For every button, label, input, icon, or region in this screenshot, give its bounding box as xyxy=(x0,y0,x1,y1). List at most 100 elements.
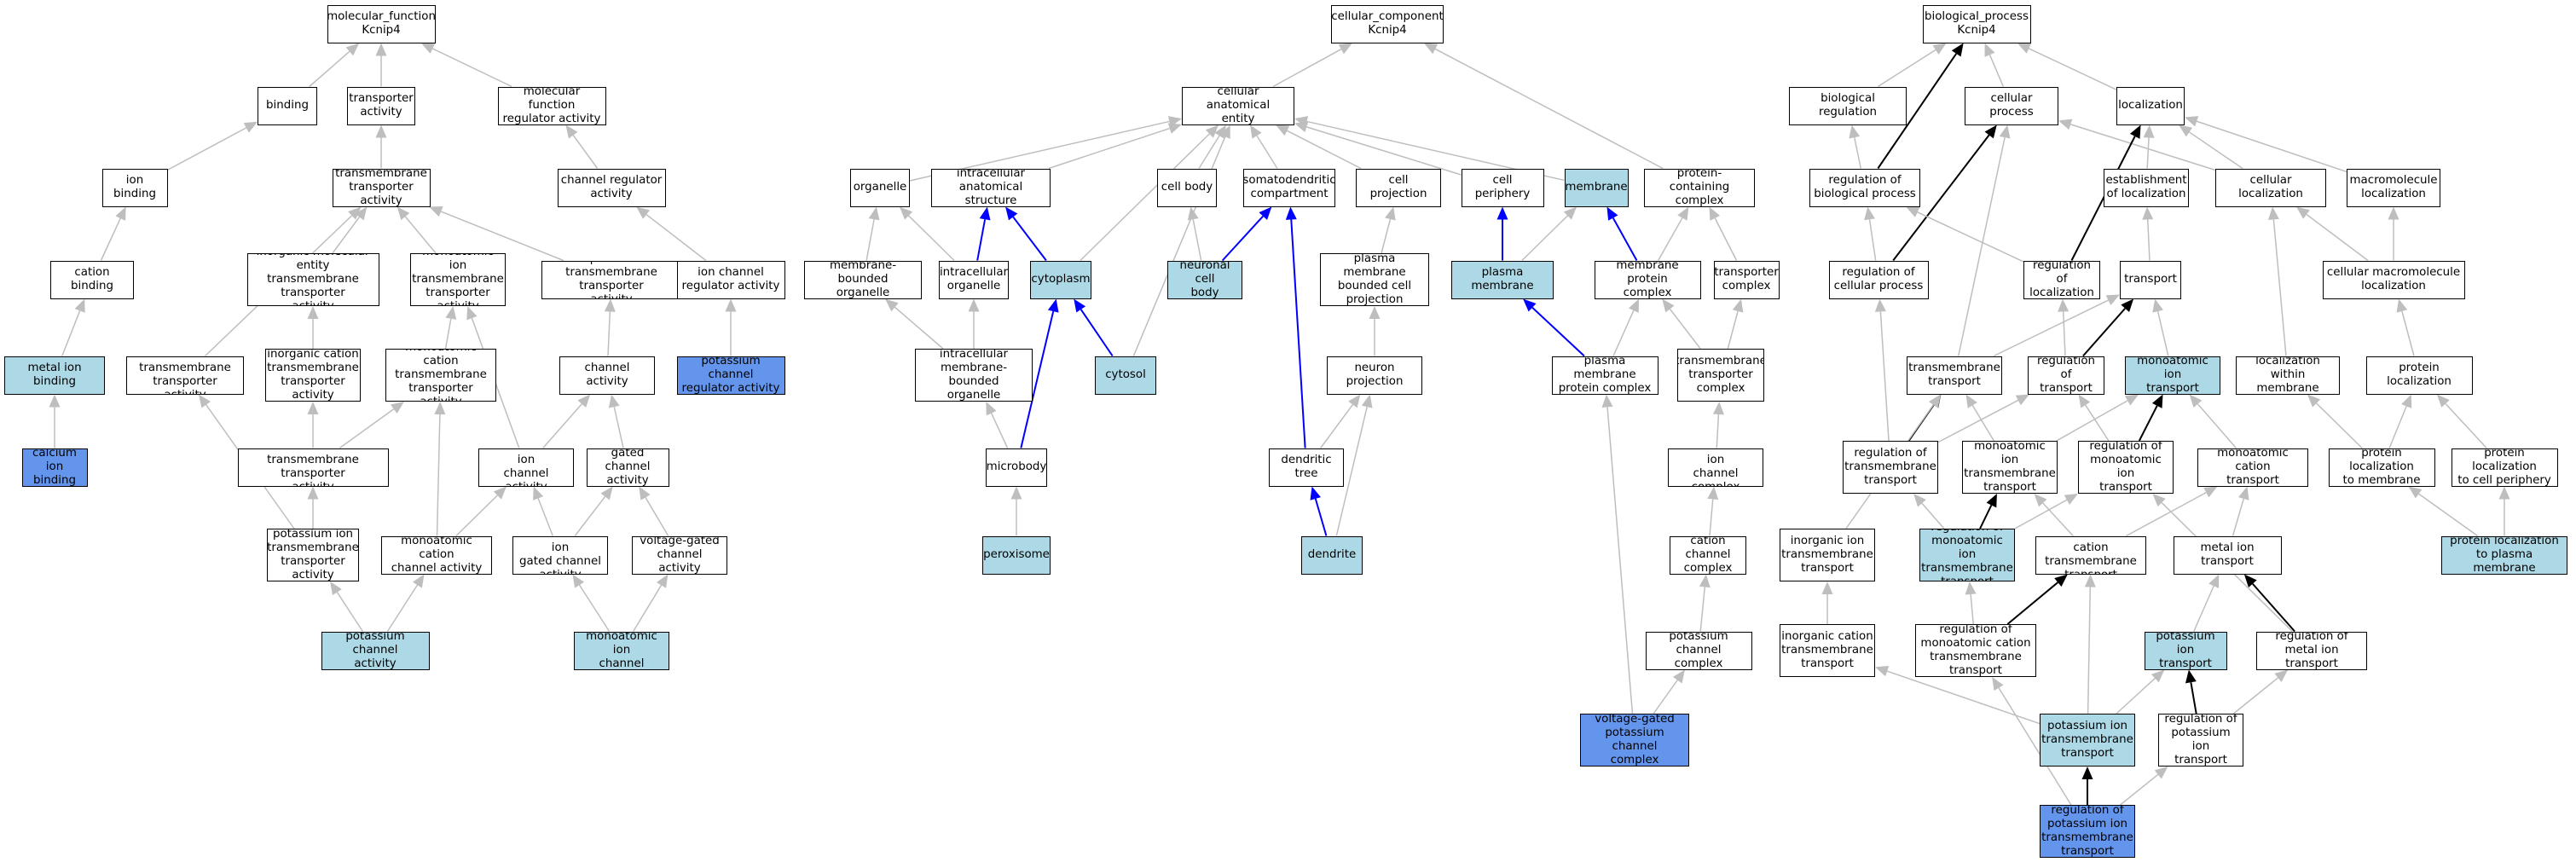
edge-dendritic-tree-to-neuron-projection xyxy=(1320,404,1354,448)
node-salt-tm[interactable]: salt transmembrane transporter activity xyxy=(126,356,244,395)
node-cell-body[interactable]: cell body xyxy=(1157,168,1217,207)
node-binding[interactable]: binding xyxy=(258,86,317,125)
node-k-channel-complex[interactable]: potassium channel complex xyxy=(1645,631,1752,670)
node-plasma-membrane[interactable]: plasma membrane xyxy=(1451,260,1554,299)
node-tm-transporter-complex[interactable]: transmembrane transporter complex xyxy=(1677,349,1764,402)
node-reg-monoatomic-ion-tm-transport[interactable]: regulation of monoatomic ion transmembra… xyxy=(1919,529,2015,581)
node-vg-k-channel-complex[interactable]: voltage-gated potassium channel complex xyxy=(1580,714,1689,767)
node-organelle[interactable]: organelle xyxy=(850,168,910,207)
node-reg-transport[interactable]: regulation of transport xyxy=(2028,356,2104,395)
node-neuronal-cell-body[interactable]: neuronal cell body xyxy=(1167,260,1242,299)
node-bp[interactable]: biological_process Kcnip4 xyxy=(1922,4,2031,43)
node-monoatomic-ion-tm[interactable]: monoatomic ion transmembrane transporter… xyxy=(410,253,506,306)
node-transporter-complex[interactable]: transporter complex xyxy=(1713,260,1780,299)
node-protein-loc-pm[interactable]: protein localization to plasma membrane xyxy=(2441,535,2567,575)
node-mf[interactable]: molecular_function Kcnip4 xyxy=(327,4,436,43)
node-passive-tm[interactable]: passive transmembrane transporter activi… xyxy=(541,260,682,299)
node-membrane-protein-complex[interactable]: membrane protein complex xyxy=(1594,260,1701,299)
node-cell-projection[interactable]: cell projection xyxy=(1356,168,1441,207)
node-channel-regulator[interactable]: channel regulator activity xyxy=(557,168,666,207)
node-tm-transport[interactable]: transmembrane transport xyxy=(1907,356,2002,395)
node-ion-channel-regulator[interactable]: ion channel regulator activity xyxy=(676,260,785,299)
node-mf-regulator[interactable]: molecular function regulator activity xyxy=(497,86,606,125)
node-intracellular-as[interactable]: intracellular anatomical structure xyxy=(931,168,1051,207)
node-macromolecule-localization[interactable]: macromolecule localization xyxy=(2347,168,2440,207)
node-cc[interactable]: cellular_component Kcnip4 xyxy=(1331,4,1444,43)
node-monoatomic-cation-transport[interactable]: monoatomic cation transport xyxy=(2197,448,2308,487)
node-k-channel-regulator[interactable]: potassium channel regulator activity xyxy=(676,356,785,395)
node-cytosol[interactable]: cytosol xyxy=(1095,356,1156,395)
node-intracellular-org[interactable]: intracellular organelle xyxy=(939,260,1009,299)
edge-monoatomic-ion-tm-to-tm-transporter xyxy=(404,216,437,254)
node-reg-localization[interactable]: regulation of localization xyxy=(2023,260,2100,299)
node-reg-monoatomic-cation-tm-transport[interactable]: regulation of monoatomic cation transmem… xyxy=(1915,624,2036,677)
node-inorganic-ion-tm-transport[interactable]: inorganic ion transmembrane transport xyxy=(1780,529,1875,581)
node-metal-ion-binding[interactable]: metal ion binding xyxy=(4,356,105,395)
node-ion-binding[interactable]: ion binding xyxy=(101,168,168,207)
node-protein-localization[interactable]: protein localization xyxy=(2365,356,2473,395)
node-pm-bounded-proj[interactable]: plasma membrane bounded cell projection xyxy=(1320,253,1429,306)
node-tm-transporter[interactable]: transmembrane transporter activity xyxy=(332,168,431,207)
node-cellular-macro-loc[interactable]: cellular macromolecule localization xyxy=(2322,260,2465,299)
node-microbody[interactable]: microbody xyxy=(986,448,1047,487)
node-neuron-projection[interactable]: neuron projection xyxy=(1327,356,1422,395)
edge-arrowhead xyxy=(2154,767,2168,779)
node-gated-channel[interactable]: gated channel activity xyxy=(586,448,669,487)
node-k-ion-tm-act[interactable]: potassium ion transmembrane transporter … xyxy=(267,529,359,581)
node-monoatomic-cation-tm-transport[interactable]: monoatomic cation transmembrane transpor… xyxy=(2035,535,2146,575)
node-biological-regulation[interactable]: biological regulation xyxy=(1789,86,1907,125)
node-k-ion-transport[interactable]: potassium ion transport xyxy=(2144,631,2227,670)
node-reg-cellular-process[interactable]: regulation of cellular process xyxy=(1828,260,1929,299)
node-monoatomic-ion-channel[interactable]: monoatomic ion channel activity xyxy=(478,448,574,487)
node-dendrite[interactable]: dendrite xyxy=(1301,535,1363,575)
node-reg-k-ion-transport[interactable]: regulation of potassium ion transport xyxy=(2158,714,2243,767)
node-inorganic-cation-tm-transport[interactable]: inorganic cation transmembrane transport xyxy=(1780,624,1875,677)
node-cation-channel-complex[interactable]: cation channel complex xyxy=(1670,535,1746,575)
node-pm-protein-complex[interactable]: plasma membrane protein complex xyxy=(1551,356,1658,395)
node-dendritic-tree[interactable]: dendritic tree xyxy=(1269,448,1344,487)
node-protein-loc-membrane[interactable]: protein localization to membrane xyxy=(2328,448,2435,487)
node-reg-tm-transport[interactable]: regulation of transmembrane transport xyxy=(1843,441,1938,494)
node-metal-ion-tm[interactable]: metal ion transmembrane transporter acti… xyxy=(237,448,389,487)
edge-vg-k-channel-complex-to-pm-protein-complex xyxy=(1606,407,1634,714)
node-membrane-bounded[interactable]: membrane-bounded organelle xyxy=(804,260,922,299)
node-transport[interactable]: transport xyxy=(2120,260,2181,299)
node-reg-monoatomic-ion-transport[interactable]: regulation of monoatomic ion transport xyxy=(2078,441,2174,494)
edge-cell-periphery-to-cae xyxy=(1306,126,1462,176)
node-calcium-ion-binding[interactable]: calcium ion binding xyxy=(21,448,88,487)
node-vg-monoatomic-ion-channel[interactable]: voltage-gated monoatomic ion channel act… xyxy=(574,631,669,670)
node-monoatomic-ion-channel-complex[interactable]: monoatomic ion channel complex xyxy=(1668,448,1763,487)
node-reg-metal-ion-transport[interactable]: regulation of metal ion transport xyxy=(2256,631,2367,670)
node-inorganic-mol-tm[interactable]: inorganic molecular entity transmembrane… xyxy=(246,253,379,306)
node-localization[interactable]: localization xyxy=(2116,86,2185,125)
node-reg-k-ion-tm-transport[interactable]: regulation of potassium ion transmembran… xyxy=(2040,805,2135,858)
node-cellular-localization[interactable]: cellular localization xyxy=(2215,168,2326,207)
edge-arrowhead xyxy=(2064,494,2079,505)
node-protein-containing[interactable]: protein-containing complex xyxy=(1644,168,1755,207)
node-membrane[interactable]: membrane xyxy=(1564,168,1629,207)
node-somatodendritic[interactable]: somatodendritic compartment xyxy=(1243,168,1335,207)
node-monoatomic-ion-tm-transport[interactable]: monoatomic ion transmembrane transport xyxy=(1962,441,2058,494)
node-intracellular-mbo[interactable]: intracellular membrane-bounded organelle xyxy=(915,349,1033,402)
node-monoatomic-cation-tm[interactable]: monoatomic cation transmembrane transpor… xyxy=(385,349,496,402)
node-loc-within-membrane[interactable]: localization within membrane xyxy=(2236,356,2340,395)
node-cation-binding[interactable]: cation binding xyxy=(50,260,134,299)
node-metal-ion-transport[interactable]: metal ion transport xyxy=(2173,535,2282,575)
node-monoatomic-ion-gated[interactable]: monoatomic ion gated channel activity xyxy=(512,535,608,575)
node-peroxisome[interactable]: peroxisome xyxy=(982,535,1051,575)
node-monoatomic-cation-channel[interactable]: monoatomic cation channel activity xyxy=(381,535,492,575)
node-monoatomic-ion-transport[interactable]: monoatomic ion transport xyxy=(2125,356,2220,395)
node-voltage-gated-channel[interactable]: voltage-gated channel activity xyxy=(632,535,727,575)
node-transporter-activity[interactable]: transporter activity xyxy=(347,86,415,125)
node-k-channel-activity[interactable]: potassium channel activity xyxy=(321,631,430,670)
node-k-ion-tm-transport[interactable]: potassium ion transmembrane transport xyxy=(2040,714,2135,767)
node-protein-loc-cell-periphery[interactable]: protein localization to cell periphery xyxy=(2451,448,2558,487)
node-cytoplasm[interactable]: cytoplasm xyxy=(1030,260,1091,299)
node-cellular-process[interactable]: cellular process xyxy=(1965,86,2058,125)
node-cae[interactable]: cellular anatomical entity xyxy=(1182,86,1294,125)
node-inorganic-cation-tm[interactable]: inorganic cation transmembrane transport… xyxy=(265,349,361,402)
node-cell-periphery[interactable]: cell periphery xyxy=(1461,168,1544,207)
node-channel-activity[interactable]: channel activity xyxy=(559,356,655,395)
node-est-localization[interactable]: establishment of localization xyxy=(2104,168,2189,207)
node-reg-bio-process[interactable]: regulation of biological process xyxy=(1809,168,1920,207)
